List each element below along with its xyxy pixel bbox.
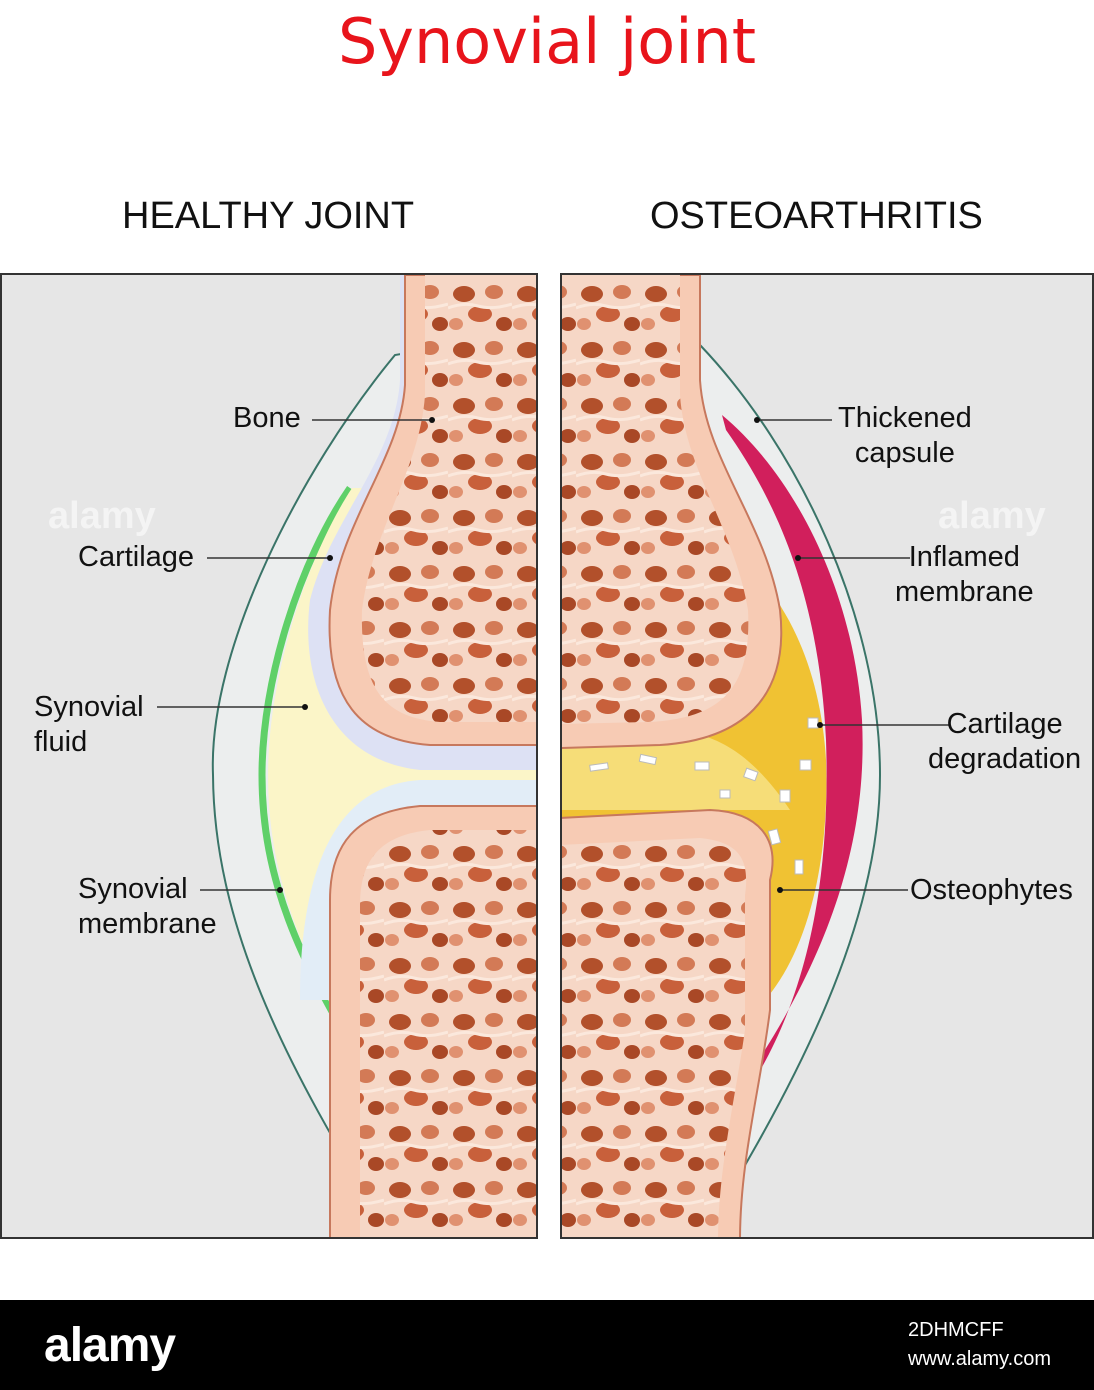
inflamed-membrane	[722, 415, 863, 1095]
label-inflamed-membrane: Inflamed membrane	[895, 541, 1034, 608]
cartilage-fragments	[589, 717, 819, 875]
label-bone: Bone	[233, 402, 301, 434]
footer-brand-logo: alamy	[44, 1319, 176, 1372]
osteoarthritis-heading: OSTEOARTHRITIS	[650, 195, 983, 237]
footer-url: www.alamy.com	[908, 1348, 1051, 1370]
footer-image-id: 2DHMCFF	[908, 1319, 1004, 1341]
osteoarthritis-panel	[562, 275, 1092, 1237]
label-cartilage-degradation: Cartilage degradation	[928, 708, 1082, 775]
watermark-right: alamy	[938, 495, 1046, 537]
label-synovial-membrane: Synovial membrane	[78, 873, 217, 940]
healthy-joint-panel	[2, 275, 536, 1237]
label-thickened-capsule: Thickened capsule	[838, 402, 972, 469]
healthy-panel-frame	[0, 273, 538, 1239]
cartilage-degradation-area	[562, 735, 790, 810]
label-cartilage: Cartilage	[78, 541, 195, 573]
label-osteophytes: Osteophytes	[910, 874, 1073, 906]
label-synovial-fluid: Synovial fluid	[34, 691, 144, 758]
watermark-left: alamy	[48, 495, 156, 537]
footer-bar	[0, 1300, 1094, 1390]
healthy-joint-heading: HEALTHY JOINT	[122, 195, 415, 237]
osteoarthritis-panel-frame	[560, 273, 1094, 1239]
page-title: Synovial joint	[337, 5, 757, 78]
